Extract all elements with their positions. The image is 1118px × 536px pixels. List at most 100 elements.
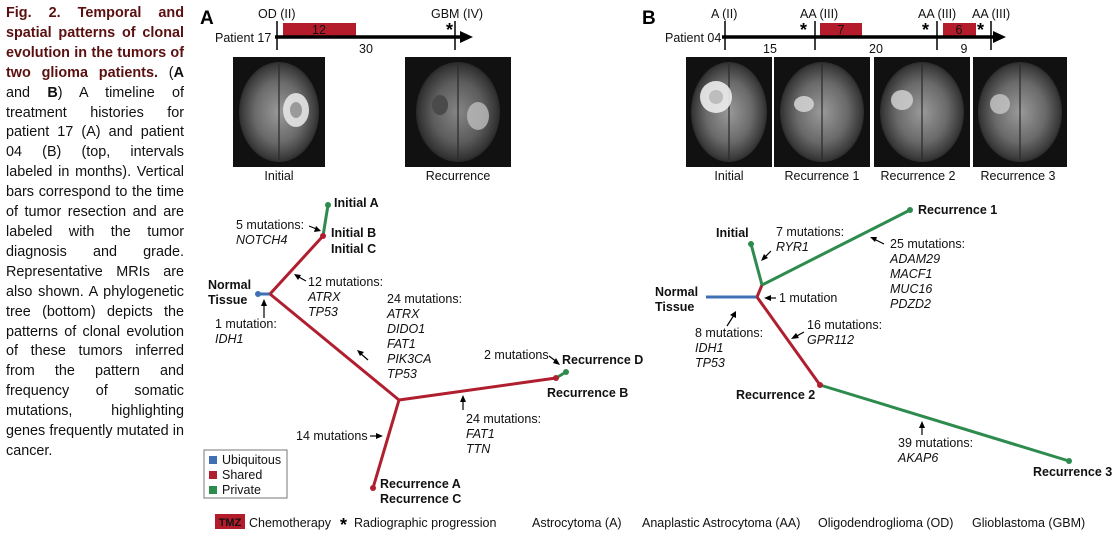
gene-label: MUC16: [890, 282, 932, 296]
panel-a-phylogenetic-tree: Initial A Initial B Initial C 5 mutation…: [208, 196, 643, 506]
arrowhead-icon: [919, 421, 925, 428]
initial-a-node: [325, 202, 331, 208]
figure-caption: Fig. 2. Temporal and spatial patterns of…: [6, 4, 184, 462]
glioblastoma-label: Glioblastoma (GBM): [972, 516, 1085, 530]
progression-star-icon: *: [340, 515, 347, 535]
progression-star-icon: *: [922, 20, 929, 40]
oligodendroglioma-label: Oligodendroglioma (OD): [818, 516, 953, 530]
arrowhead-icon: [764, 295, 771, 301]
initial-b-label: Initial B: [331, 226, 376, 240]
caption-text: (: [157, 64, 174, 81]
caption-text: and: [6, 84, 48, 101]
mutation-count-label: 7 mutations:: [776, 225, 844, 239]
panel-b-interval: 15: [763, 42, 777, 56]
astrocytoma-label: Astrocytoma (A): [532, 516, 622, 530]
panel-b-tmz2-months: 6: [956, 23, 963, 37]
recurrence-ac-node: [370, 485, 376, 491]
mutation-count-label: 1 mutation: [779, 291, 837, 305]
gene-label: ADAM29: [889, 252, 940, 266]
panel-b-tmz-bar: [943, 23, 976, 37]
recurrence-2-label: Recurrence 2: [736, 388, 815, 402]
gene-label: TP53: [387, 367, 417, 381]
recurrence-b-label: Recurrence B: [547, 386, 628, 400]
normal-tissue-label: Normal: [208, 278, 251, 292]
recurrence-c-label: Recurrence C: [380, 492, 461, 506]
ubiquitous-swatch: [209, 456, 217, 464]
gene-label: PIK3CA: [387, 352, 431, 366]
initial-bc-node: [320, 233, 326, 239]
branch-legend: Ubiquitous Shared Private: [203, 449, 288, 499]
private-branch: [819, 383, 1070, 463]
gene-label: PDZD2: [890, 297, 931, 311]
recurrence-1-node: [907, 207, 913, 213]
shared-branch: [755, 284, 764, 298]
panel-b-tmz-bar: [820, 23, 862, 37]
panel-b-resection3-label: AA (III): [918, 7, 956, 21]
mri-recurrence-3-image: [973, 57, 1067, 167]
gene-label: ATRX: [386, 307, 420, 321]
arrowhead-icon: [553, 358, 560, 365]
panel-a-interval: 30: [359, 42, 373, 56]
recurrence-d-label: Recurrence D: [562, 353, 643, 367]
gene-label: AKAP6: [897, 451, 938, 465]
panel-b-tmz1-months: 7: [838, 23, 845, 37]
mutation-count-label: 24 mutations:: [466, 412, 541, 426]
normal-tissue-label: Normal: [655, 285, 698, 299]
recurrence-a-label: Recurrence A: [380, 477, 461, 491]
arrowhead-icon: [761, 254, 768, 261]
panel-a-resection2-label: GBM (IV): [431, 7, 483, 21]
recurrence-3-label: Recurrence 3: [1033, 465, 1112, 479]
mri-label: Initial: [714, 169, 743, 183]
arrowhead-icon: [460, 395, 466, 402]
initial-node: [748, 241, 754, 247]
anaplastic-astrocytoma-label: Anaplastic Astrocytoma (AA): [642, 516, 800, 530]
progression-star-icon: *: [446, 20, 453, 40]
normal-tissue-label: Tissue: [208, 293, 247, 307]
recurrence-d-node: [563, 369, 569, 375]
mutation-count-label: 5 mutations:: [236, 218, 304, 232]
caption-ref-b: B: [47, 84, 58, 101]
gene-label: TP53: [308, 305, 338, 319]
legend-shared: Shared: [222, 468, 262, 482]
panel-b-resection4-label: AA (III): [972, 7, 1010, 21]
shared-swatch: [209, 471, 217, 479]
mri-recurrence-image: [405, 57, 511, 167]
gene-label: FAT1: [466, 427, 495, 441]
mutation-count-label: 1 mutation:: [215, 317, 277, 331]
mutation-count-label: 24 mutations:: [387, 292, 462, 306]
mri-recurrence-2-image: [874, 57, 970, 167]
panel-b-patient-label: Patient 04: [665, 31, 721, 45]
caption-ref-a: A: [173, 64, 184, 81]
shared-branch: [268, 234, 325, 296]
mri-initial-label: Initial: [264, 169, 293, 183]
mutation-count-label: 12 mutations:: [308, 275, 383, 289]
recurrence-2-node: [817, 382, 823, 388]
normal-tissue-node: [255, 291, 261, 297]
arrowhead-icon: [730, 311, 736, 318]
gene-label: GPR112: [807, 333, 854, 347]
initial-a-label: Initial A: [334, 196, 379, 210]
recurrence-1-label: Recurrence 1: [918, 203, 997, 217]
panel-b-letter: B: [642, 8, 656, 29]
arrowhead-icon: [357, 350, 364, 356]
gene-label: TP53: [695, 356, 725, 370]
mutation-count-label: 16 mutations:: [807, 318, 882, 332]
panel-a-patient-label: Patient 17: [215, 31, 271, 45]
progression-star-icon: *: [800, 20, 807, 40]
gene-label: DIDO1: [387, 322, 425, 336]
mri-recurrence-1-image: [774, 57, 870, 167]
private-branch: [761, 208, 911, 287]
gene-label: MACF1: [890, 267, 932, 281]
arrowhead-icon: [294, 274, 301, 280]
figure-key: TMZ Chemotherapy * Radiographic progress…: [215, 514, 1085, 535]
gene-label: IDH1: [695, 341, 723, 355]
gene-label: TTN: [466, 442, 491, 456]
shared-branch: [371, 399, 401, 489]
mri-label: Recurrence 1: [784, 169, 859, 183]
normal-tissue-label: Tissue: [655, 300, 694, 314]
panel-a-tmz-bar: [283, 23, 356, 37]
caption-title: Fig. 2. Temporal and spatial patterns of…: [6, 5, 184, 81]
panel-a-letter: A: [200, 8, 214, 29]
mutation-count-label: 8 mutations:: [695, 326, 763, 340]
